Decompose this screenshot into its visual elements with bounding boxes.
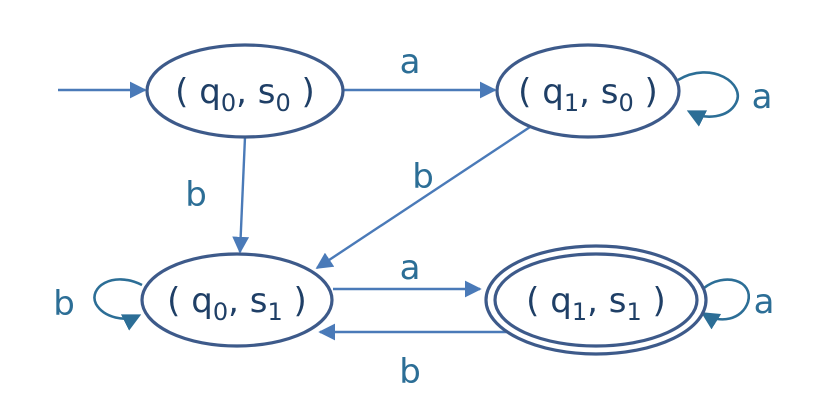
label-q1s0-q0s1: b [412,157,434,197]
state-q0-s0: ( q0, s0 ) [145,43,345,139]
state-q0-s1: ( q0, s1 ) [140,252,334,348]
state-q0-s1-s: s [250,281,268,321]
state-q0-s0-s-sub: 0 [275,89,290,117]
svg-text:( q1, s0 ): ( q1, s0 ) [518,72,658,117]
state-q0-s1-q-sub: 0 [213,298,228,326]
label-q0s1-q1s1: a [400,248,421,288]
svg-text:( q1, s1 ): ( q1, s1 ) [526,281,666,326]
loop-q1s1 [700,278,751,330]
state-q0-s1-s-sub: 1 [267,298,282,326]
label-q1s1-self: a [754,282,775,322]
state-q0-s1-q: q [191,281,213,321]
state-q0-s0-q-sub: 0 [221,89,236,117]
loop-q0s1 [93,278,143,331]
label-q0s0-q0s1: b [185,175,207,215]
label-q0s1-self: b [53,284,75,324]
edge-q1s0-q0s1 [315,125,531,270]
state-q1-s1-q-sub: 1 [572,298,587,326]
edge-q0s0-q0s1 [232,136,250,254]
state-q0-s0-q: q [199,72,221,112]
label-q0s0-q1s0: a [400,42,421,82]
state-q1-s1-s-sub: 1 [626,298,641,326]
svg-text:( q0, s1 ): ( q0, s1 ) [167,281,307,326]
state-q1-s1-q: q [550,281,572,321]
svg-text:( q0, s0 ): ( q0, s0 ) [175,72,315,117]
state-q1-s1-accepting: ( q1, s1 ) [484,244,708,356]
state-q0-s0-s: s [258,72,276,112]
state-q1-s1-s: s [609,281,627,321]
label-q1s0-self: a [752,77,773,117]
state-q1-s0-q-sub: 1 [564,89,579,117]
label-q1s1-q0s1: b [399,352,421,392]
loop-q1s0 [677,71,739,127]
state-q1-s0-s: s [601,72,619,112]
state-q1-s0-q: q [542,72,564,112]
state-q1-s0-s-sub: 0 [618,89,633,117]
state-q1-s0: ( q1, s0 ) [495,43,681,139]
